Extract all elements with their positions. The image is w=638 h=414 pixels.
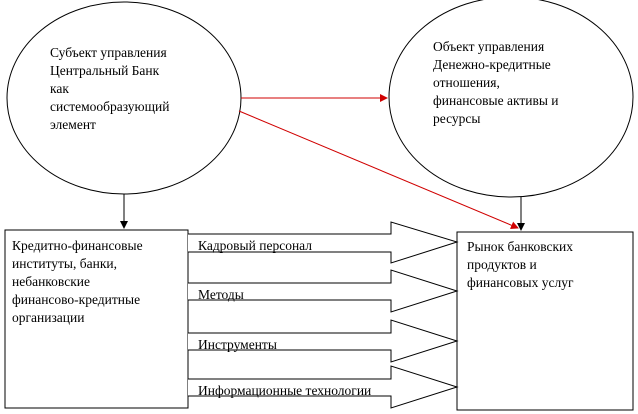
object-node-text: Объект управления Денежно-кредитные отно… (433, 39, 559, 126)
channel-arrow-3 (188, 319, 459, 363)
channel-label-4: Информационные технологии (198, 383, 372, 398)
institutions-node-text: Кредитно-финансовые институты, банки, не… (12, 238, 143, 325)
channel-label-2: Методы (198, 287, 244, 302)
channel-label-1: Кадровый персонал (198, 238, 313, 253)
channel-arrow-4 (188, 365, 459, 409)
market-node-text: Рынок банковских продуктов и финансовых … (467, 239, 574, 290)
subject-to-market-arrow (238, 110, 519, 229)
market-box (456, 231, 634, 411)
channel-label-3: Инструменты (198, 337, 277, 352)
institutions-box (4, 229, 189, 409)
subject-node-text: Субъект управления Центральный Банк как … (50, 45, 170, 132)
channel-arrow-1 (188, 221, 459, 264)
object-ellipse (388, 0, 634, 198)
channel-arrow-2 (188, 269, 459, 313)
